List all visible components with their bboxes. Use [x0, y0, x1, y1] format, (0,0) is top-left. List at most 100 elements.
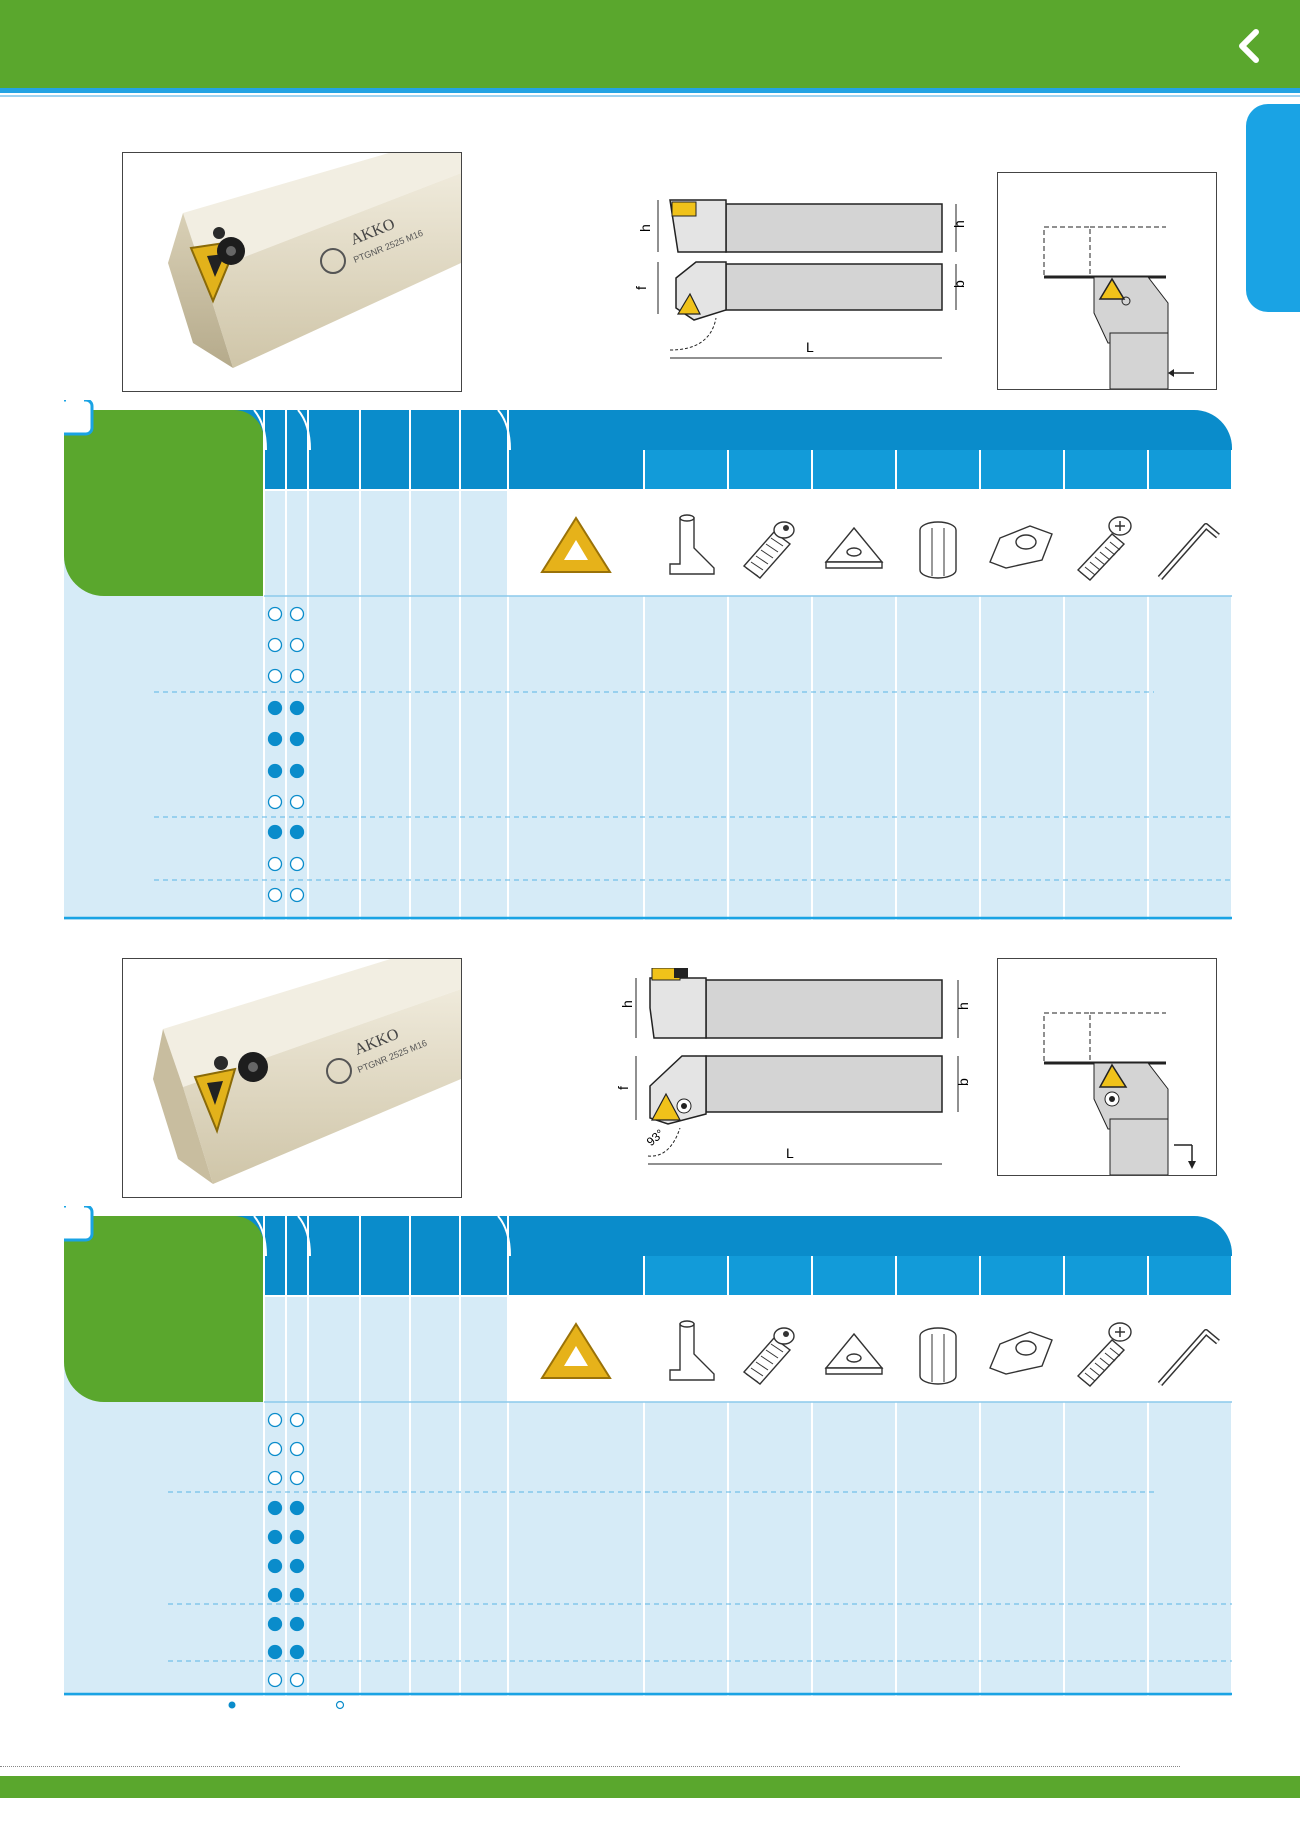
dim-h-left: h [637, 224, 653, 232]
table-row [267, 763, 305, 779]
shim-icon [824, 526, 884, 569]
specification-table-1 [64, 400, 1242, 920]
table-row [267, 1558, 305, 1574]
hollow-dot-icon [289, 856, 305, 872]
filled-dot-icon [289, 824, 305, 840]
dim-f: f [615, 1086, 631, 1090]
screw-icon [1076, 516, 1132, 581]
table-row [267, 1441, 305, 1457]
filled-dot-icon [267, 1616, 283, 1632]
filled-dot-icon [289, 1644, 305, 1660]
legend-hollow [334, 1698, 346, 1710]
table-row [267, 668, 305, 684]
dimension-drawing-2: h h f b 93° L [610, 967, 982, 1176]
hollow-dot-icon [289, 637, 305, 653]
table-row [267, 606, 305, 622]
table-row [267, 1412, 305, 1428]
legend-filled [226, 1698, 238, 1710]
dimension-drawing-1: h h f b L [630, 190, 982, 370]
table-row [267, 794, 305, 810]
footer-bar [0, 1776, 1300, 1798]
clamp-screw-icon [742, 521, 795, 579]
clamp-icon [669, 1320, 715, 1381]
table-row [267, 1500, 305, 1516]
filled-dot-icon [267, 731, 283, 747]
hollow-dot-icon [267, 637, 283, 653]
shim-sleeve-icon [919, 1327, 957, 1385]
hollow-dot-icon [289, 1441, 305, 1457]
filled-dot-icon [267, 1644, 283, 1660]
hollow-dot-icon [289, 1412, 305, 1428]
hollow-dot-icon [289, 1672, 305, 1688]
filled-dot-icon [228, 1701, 236, 1709]
application-diagram-2 [997, 958, 1217, 1176]
hollow-dot-icon [267, 1441, 283, 1457]
side-tab[interactable] [1246, 104, 1300, 312]
filled-dot-icon [289, 1529, 305, 1545]
filled-dot-icon [267, 824, 283, 840]
dim-L: L [786, 1145, 794, 1161]
hollow-dot-icon [289, 794, 305, 810]
filled-dot-icon [267, 700, 283, 716]
footer-rule [0, 1766, 1180, 1767]
clamp-icon [669, 514, 715, 575]
table-row [267, 637, 305, 653]
top-rule-thin [0, 95, 1300, 97]
tool-photo-2: AKKO PTGNR 2525 M16 [122, 958, 462, 1198]
hollow-dot-icon [267, 606, 283, 622]
hollow-dot-icon [267, 856, 283, 872]
hex-key-icon [1157, 1329, 1220, 1386]
table-row [267, 1644, 305, 1660]
table-row [267, 856, 305, 872]
dim-h-right: h [955, 1002, 971, 1010]
lever-icon [989, 1331, 1053, 1375]
back-button[interactable] [1230, 26, 1270, 66]
top-bar [0, 0, 1300, 88]
dim-f: f [633, 286, 649, 290]
filled-dot-icon [267, 1558, 283, 1574]
hollow-dot-icon [289, 606, 305, 622]
insert-icon [540, 1322, 612, 1379]
screw-icon [1076, 1322, 1132, 1387]
hollow-dot-icon [335, 1700, 345, 1710]
filled-dot-icon [289, 1500, 305, 1516]
dim-b: b [955, 1078, 971, 1086]
table-row [267, 1587, 305, 1603]
filled-dot-icon [289, 1616, 305, 1632]
filled-dot-icon [289, 700, 305, 716]
shim-sleeve-icon [919, 521, 957, 579]
filled-dot-icon [267, 763, 283, 779]
insert-icon [540, 516, 612, 573]
specification-table-2 [64, 1206, 1242, 1696]
dim-L: L [806, 339, 814, 355]
filled-dot-icon [267, 1587, 283, 1603]
table-row [267, 1529, 305, 1545]
table-row [267, 887, 305, 903]
hollow-dot-icon [267, 1672, 283, 1688]
dim-h-right: h [951, 220, 967, 228]
hollow-dot-icon [267, 1412, 283, 1428]
dim-h-left: h [619, 1000, 635, 1008]
tool-photo-1: AKKO PTGNR 2525 M16 [122, 152, 462, 392]
table-row [267, 1672, 305, 1688]
filled-dot-icon [289, 1587, 305, 1603]
filled-dot-icon [289, 1558, 305, 1574]
table-row [267, 700, 305, 716]
hex-key-icon [1157, 523, 1220, 580]
hollow-dot-icon [289, 668, 305, 684]
filled-dot-icon [289, 731, 305, 747]
table-row [267, 731, 305, 747]
table-row [267, 1616, 305, 1632]
hollow-dot-icon [267, 1470, 283, 1486]
filled-dot-icon [289, 763, 305, 779]
hollow-dot-icon [267, 668, 283, 684]
hollow-dot-icon [289, 1470, 305, 1486]
hollow-dot-icon [289, 887, 305, 903]
table-row [267, 1470, 305, 1486]
filled-dot-icon [267, 1529, 283, 1545]
hollow-dot-icon [267, 794, 283, 810]
top-rule [0, 88, 1300, 93]
hollow-dot-icon [267, 887, 283, 903]
chevron-left-icon [1239, 29, 1259, 63]
table-row [267, 824, 305, 840]
